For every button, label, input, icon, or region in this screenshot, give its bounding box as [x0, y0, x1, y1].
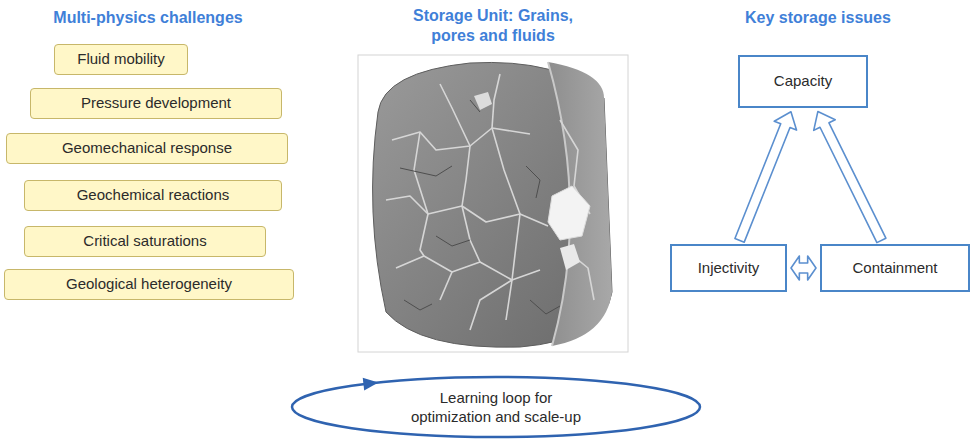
image-frame: [358, 55, 628, 352]
loop-ellipse-line: [292, 377, 700, 437]
box-text: Learning loop for optimization and scale…: [401, 389, 591, 427]
box-text: Fluid mobility: [77, 50, 165, 69]
box-text: Pressure development: [81, 94, 231, 113]
grain-boundaries: [386, 74, 594, 330]
box-text: Critical saturations: [83, 232, 206, 251]
challenge-box: Fluid mobility: [54, 44, 188, 75]
challenge-box: Geochemical reactions: [24, 180, 282, 211]
challenge-box: Geomechanical response: [6, 133, 288, 164]
light-grain: [548, 186, 590, 240]
loop-ellipse: Learning loop for optimization and scale…: [288, 373, 704, 443]
box-text: Containment: [852, 259, 937, 278]
challenge-box: Pressure development: [30, 88, 282, 119]
loop-outline: [288, 373, 704, 441]
challenge-box: Geological heterogeneity: [4, 269, 294, 300]
column-heading: Storage Unit: Grains, pores and fluids: [373, 6, 613, 46]
block-arrow: [814, 112, 886, 243]
column-heading: Multi-physics challenges: [13, 8, 283, 28]
box-text: Capacity: [774, 72, 832, 91]
block-arrow: [735, 112, 797, 242]
light-grain: [474, 92, 492, 110]
core-side: [548, 62, 612, 346]
box-text: Geological heterogeneity: [66, 275, 232, 294]
challenge-box: Critical saturations: [24, 226, 266, 257]
issue-box: Containment: [820, 244, 970, 292]
box-text: Geomechanical response: [62, 139, 232, 158]
box-text: Geochemical reactions: [77, 186, 230, 205]
issue-box: Capacity: [738, 55, 868, 108]
issue-box: Injectivity: [670, 244, 787, 292]
cracks: [400, 100, 560, 314]
loop-arrowhead: [363, 376, 379, 391]
core-body: [373, 62, 612, 347]
box-text: Injectivity: [698, 259, 760, 278]
column-heading: Key storage issues: [713, 8, 923, 28]
block-arrow: [791, 256, 816, 280]
light-grain: [560, 244, 580, 270]
